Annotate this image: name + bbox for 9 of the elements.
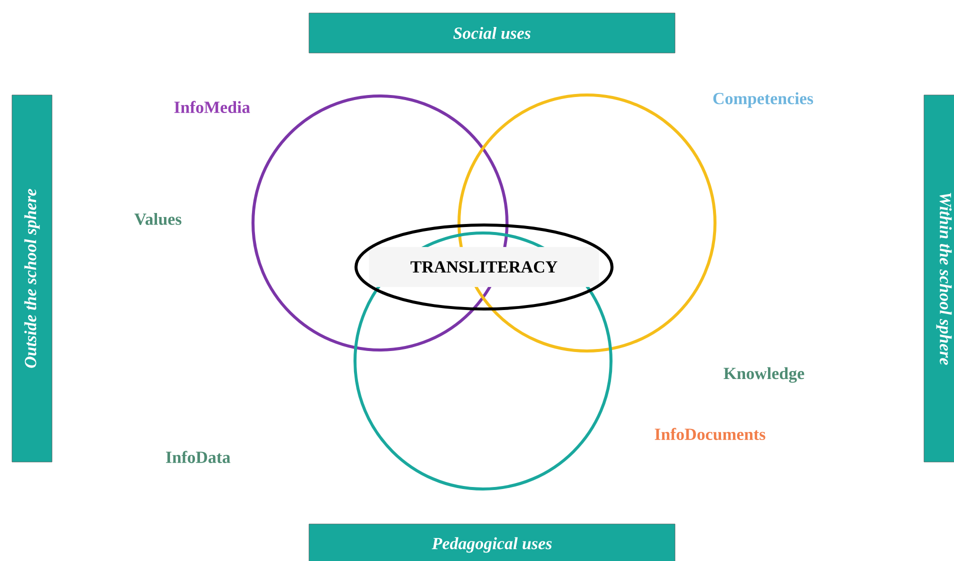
label: InfoDocuments: [654, 428, 766, 440]
label: InfoData: [166, 450, 230, 464]
band: Social uses: [308, 12, 676, 54]
label: Competencies: [713, 92, 814, 108]
label: Values: [134, 212, 182, 226]
label: Knowledge: [724, 367, 804, 383]
band: Within the school sphere: [924, 94, 954, 462]
band: Outside the school sphere: [12, 94, 52, 462]
band: Pedagogical uses: [308, 524, 676, 561]
